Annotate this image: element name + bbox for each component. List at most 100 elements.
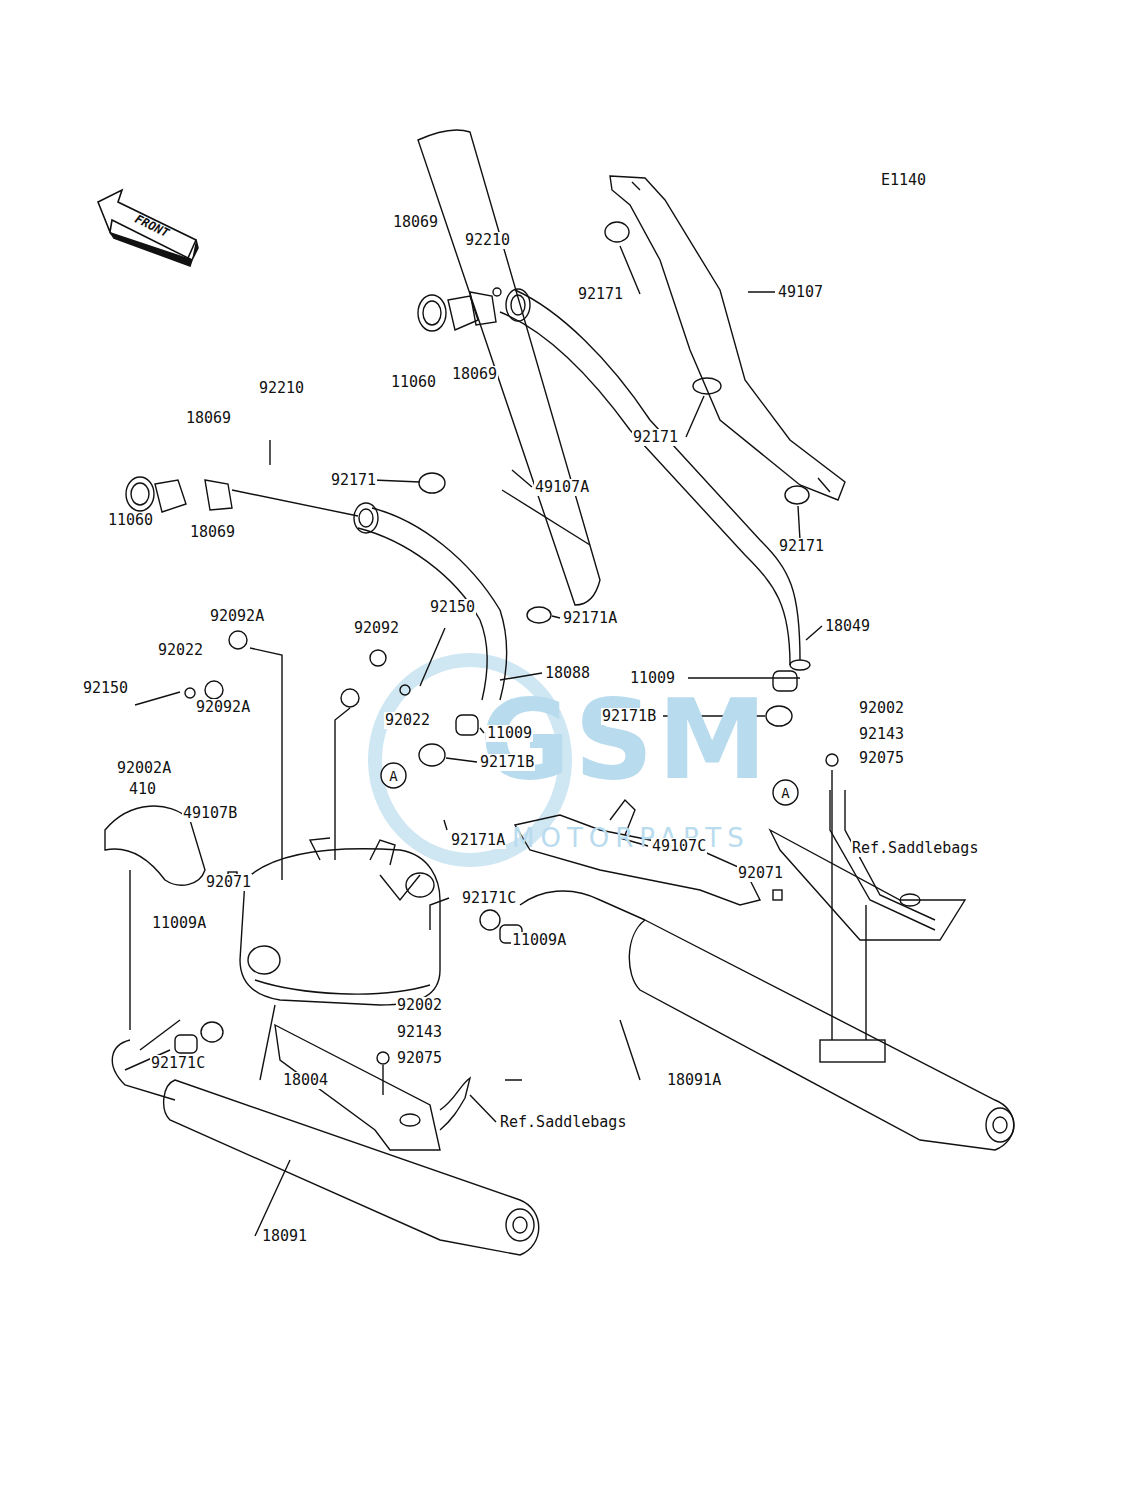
- callout-number: 92150: [82, 680, 129, 697]
- callout-number: 11009A: [511, 932, 567, 949]
- pipe-sleeve: [456, 715, 478, 735]
- clamp: [527, 607, 551, 623]
- callout-number: 92171A: [562, 610, 618, 627]
- clamp: [419, 473, 445, 493]
- callout-number: 49107A: [534, 479, 590, 496]
- bracket-hole: [900, 894, 920, 906]
- muffler-inlet: [370, 840, 395, 865]
- bolt: [420, 628, 445, 686]
- callout-number: 92092A: [195, 699, 251, 716]
- circle-outline: [773, 780, 798, 805]
- pipe-end: [359, 509, 373, 527]
- callout-number: 92071: [737, 865, 784, 882]
- callout-number: 92143: [858, 726, 905, 743]
- callout-number: 18069: [189, 524, 236, 541]
- reference-circle: A: [380, 762, 407, 789]
- callout-number: 92171A: [450, 832, 506, 849]
- exhaust-pipe: [520, 891, 645, 920]
- callout-number: Ref.Saddlebags: [499, 1114, 627, 1131]
- bracket-hole: [400, 1114, 420, 1126]
- clamp: [480, 910, 500, 930]
- callout-number: 92171B: [479, 754, 535, 771]
- reference-circle: A: [772, 779, 799, 806]
- callout-number: 92092A: [209, 608, 265, 625]
- nut: [493, 288, 501, 296]
- exhaust-pipe: [358, 528, 487, 700]
- callout-number: 92002: [396, 997, 443, 1014]
- callout-number: 18004: [282, 1072, 329, 1089]
- grommet: [341, 689, 359, 707]
- callout-number: 49107: [777, 284, 824, 301]
- flange-half: [470, 292, 496, 325]
- callout-number: 18069: [451, 366, 498, 383]
- leader: [250, 648, 350, 880]
- grommet: [229, 631, 247, 649]
- callout-number: 18069: [185, 410, 232, 427]
- silencer: [164, 1080, 539, 1255]
- callout-number: 49107B: [182, 805, 238, 822]
- callout-number: 18091A: [666, 1072, 722, 1089]
- watermark: MOTORPARTS: [512, 824, 750, 852]
- flange-half: [155, 480, 186, 512]
- washer: [185, 688, 195, 698]
- grommet: [205, 681, 223, 699]
- callout-number: 92171B: [601, 708, 657, 725]
- bracket-tube: [830, 790, 935, 930]
- heat-shield: [610, 176, 845, 500]
- silencer-tip: [993, 1117, 1007, 1133]
- callout-number: 18091: [261, 1228, 308, 1245]
- silencer: [629, 920, 1013, 1150]
- muffler-seam: [255, 980, 430, 994]
- gasket: [131, 483, 149, 505]
- silencer-tip: [513, 1217, 527, 1233]
- clamp: [605, 222, 629, 242]
- callout-number: 92171C: [150, 1055, 206, 1072]
- callout-number: 92171: [330, 472, 377, 489]
- callout-number: 410: [128, 781, 157, 798]
- pipe-end: [506, 289, 530, 321]
- callout-number: 92002A: [116, 760, 172, 777]
- leader: [382, 1065, 383, 1095]
- callout-number: 92171C: [461, 890, 517, 907]
- pipe-sleeve: [175, 1035, 197, 1053]
- callout-number: 92092: [353, 620, 400, 637]
- reference-letter: A: [389, 768, 397, 784]
- bracket-plate: [820, 1040, 885, 1062]
- front-arrow: FRONT: [96, 188, 200, 268]
- clamp: [419, 744, 445, 766]
- rubber-mount: [826, 754, 838, 766]
- callout-number: 92022: [157, 642, 204, 659]
- reference-letter: A: [781, 785, 789, 801]
- silencer-tip: [506, 1209, 534, 1241]
- callout-number: 92002: [858, 700, 905, 717]
- circle-outline: [381, 763, 406, 788]
- clip: [773, 890, 782, 900]
- bolt: [135, 692, 180, 705]
- callout-number: 11009: [629, 670, 676, 687]
- callout-number: 92022: [384, 712, 431, 729]
- shield-detail: [502, 490, 590, 545]
- leader: [832, 770, 866, 1040]
- leader: [269, 440, 270, 465]
- callout-number: 92150: [429, 599, 476, 616]
- grommet: [370, 650, 386, 666]
- direction-label: FRONT: [133, 212, 172, 240]
- heat-shield: [418, 130, 600, 605]
- clamp: [785, 486, 809, 504]
- leader-line: [255, 246, 822, 1236]
- callout-number: 49107C: [651, 838, 707, 855]
- callout-number: 92075: [858, 750, 905, 767]
- muffler-outlet: [248, 946, 280, 974]
- muffler-detail: [380, 875, 420, 900]
- gasket: [418, 295, 446, 331]
- callout-number: 18069: [392, 214, 439, 231]
- callout-number: 11060: [107, 512, 154, 529]
- callout-number: 92071: [205, 874, 252, 891]
- exhaust-pipe: [515, 290, 800, 660]
- pipe-end: [790, 660, 810, 670]
- exhaust-pipe: [500, 312, 790, 665]
- gasket: [126, 477, 154, 511]
- muffler-outlet: [406, 873, 434, 897]
- callout-number: 11009A: [151, 915, 207, 932]
- flange-half: [205, 480, 232, 510]
